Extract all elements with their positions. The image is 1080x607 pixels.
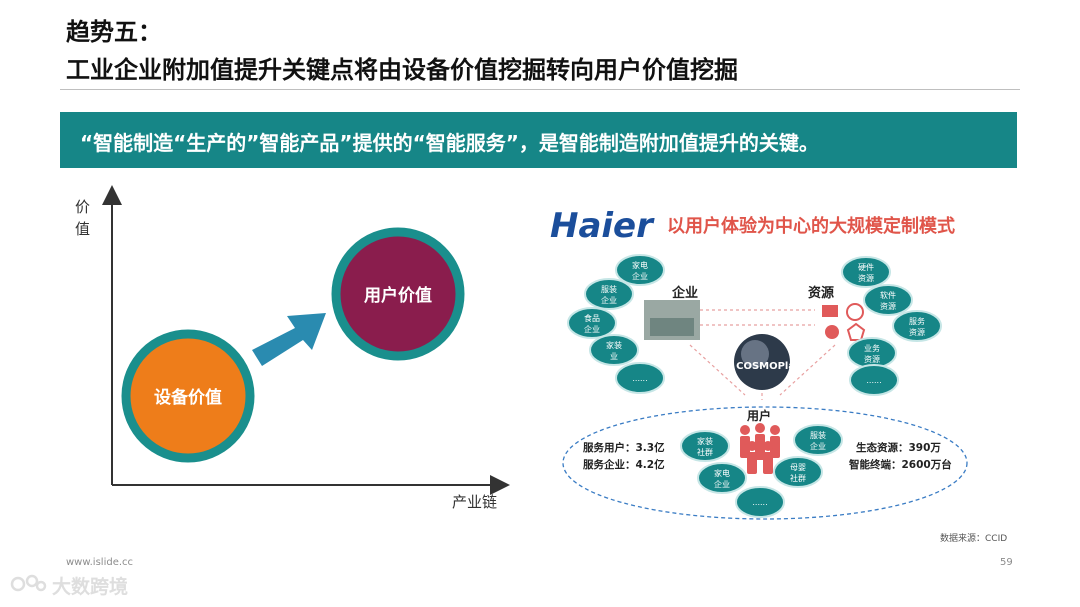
stat-service-enterprises: 服务企业：4.2亿 — [583, 458, 665, 471]
slide-title-line1: 趋势五： — [66, 18, 162, 46]
data-source: 数据来源：CCID — [940, 534, 1008, 544]
stat-service-users: 服务用户：3.3亿 — [583, 441, 665, 454]
user-node-label: 服装 — [810, 430, 826, 440]
user-value-circle — [331, 227, 465, 361]
user-value-label: 用户价值 — [364, 285, 432, 306]
footer-url: www.islide.cc — [66, 557, 134, 568]
resource-node — [841, 256, 891, 288]
user-node — [680, 430, 730, 462]
watermark-logo — [10, 574, 47, 592]
user-node — [773, 456, 823, 488]
slide-title-line2: 工业企业附加值提升关键点将由设备价值挖掘转向用户价值挖掘 — [66, 56, 738, 84]
enterprise-node — [615, 254, 665, 286]
key-message-banner — [60, 112, 1017, 168]
enterprise-node — [584, 278, 634, 310]
enterprise-node-label: 服装 — [601, 284, 617, 294]
stat-ecosystem-resources: 生态资源：390万 — [856, 441, 941, 454]
resource-node — [892, 310, 942, 342]
resource-node-label: 资源 — [864, 354, 880, 364]
user-node-label: 家装 — [697, 436, 713, 446]
resource-node-label: 资源 — [880, 301, 896, 311]
enterprise-node-label: 企业 — [584, 324, 600, 334]
user-group-icon — [740, 423, 780, 474]
enterprise-node-label: 企业 — [632, 271, 648, 281]
resource-node-label: ...... — [866, 376, 881, 385]
enterprise-node — [567, 307, 617, 339]
user-node-label: 母婴 — [790, 463, 806, 472]
user-node-label: 社群 — [697, 447, 713, 457]
haier-slogan: 以用户体验为中心的大规模定制模式 — [667, 215, 955, 237]
resource-node-label: 软件 — [880, 290, 896, 300]
enterprise-node-label: 家装 — [606, 340, 622, 350]
user-node — [735, 486, 785, 518]
enterprise-node-label: 家电 — [632, 260, 648, 270]
title-divider — [60, 89, 1020, 90]
stat-smart-terminals: 智能终端：2600万台 — [848, 458, 952, 471]
equipment-value-label: 设备价值 — [154, 387, 222, 408]
cosmoplat-label: COSMOPlat — [736, 361, 800, 372]
enterprise-node-label: 企业 — [601, 295, 617, 305]
user-node-label: 企业 — [810, 441, 826, 451]
y-axis-label: 价值 — [75, 198, 91, 238]
growth-arrow — [252, 313, 326, 366]
resource-node-label: 服务 — [909, 316, 925, 326]
x-axis-label: 产业链 — [452, 493, 498, 511]
page-number: 59 — [1000, 557, 1013, 568]
enterprise-node-label: 业 — [610, 351, 618, 361]
user-node — [697, 462, 747, 494]
connection-lines — [689, 309, 836, 400]
enterprise-node — [589, 334, 639, 366]
haier-logo: Haier — [550, 206, 655, 246]
resource-node-label: 资源 — [909, 327, 925, 337]
resource-icons — [822, 303, 866, 341]
resource-node-label: 硬件 — [858, 262, 874, 272]
user-node — [793, 424, 843, 456]
user-node-label: ...... — [752, 498, 767, 507]
resource-node-label: 业务 — [864, 343, 880, 353]
watermark-text: 大数跨境 — [52, 576, 129, 598]
equipment-value-circle — [121, 329, 255, 463]
user-node-label: 企业 — [714, 479, 730, 489]
resource-node — [863, 284, 913, 316]
enterprise-node — [615, 362, 665, 394]
key-message-text: “智能制造“生产的”智能产品”提供的“智能服务”，是智能制造附加值提升的关键。 — [80, 131, 819, 155]
resource-node-label: 资源 — [858, 273, 874, 283]
resource-label: 资源 — [808, 285, 834, 301]
user-ecosystem-ellipse — [562, 406, 968, 520]
resource-node — [849, 364, 899, 396]
enterprise-node-label: 食品 — [584, 313, 600, 323]
enterprise-node-label: ...... — [632, 374, 647, 383]
user-node-label: 社群 — [790, 473, 806, 483]
enterprise-label: 企业 — [671, 285, 698, 301]
user-label: 用户 — [746, 408, 771, 423]
user-node-label: 家电 — [714, 468, 730, 478]
